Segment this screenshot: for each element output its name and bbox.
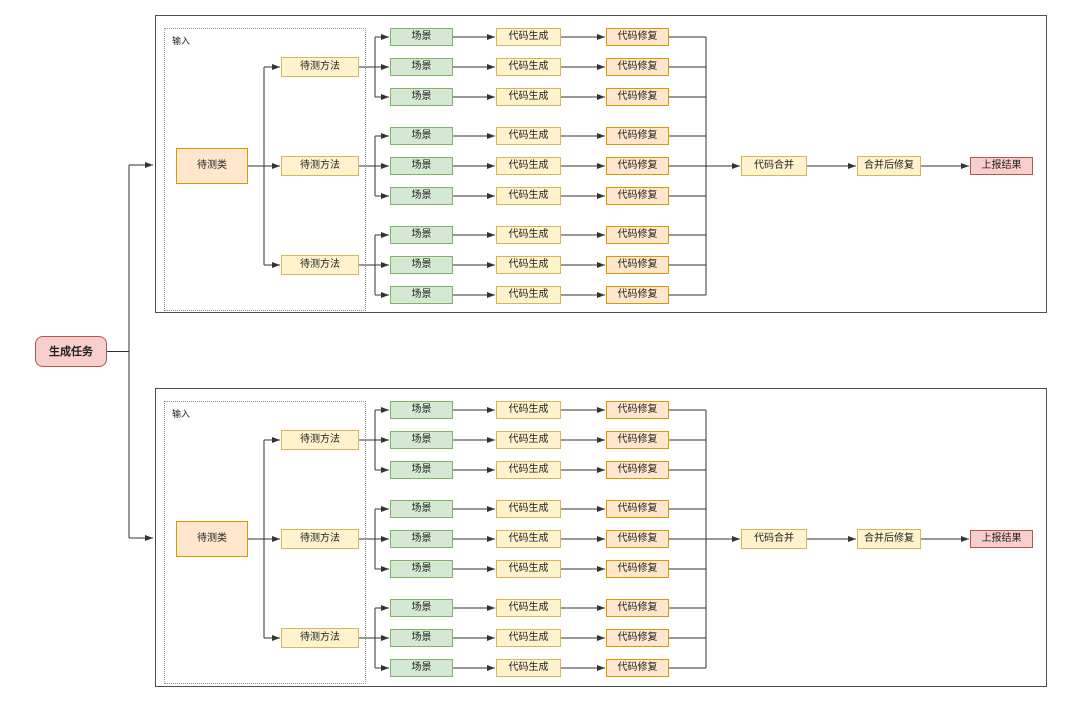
class-node[interactable]: 待测类 — [176, 521, 248, 557]
codegen-node[interactable]: 代码生成 — [496, 58, 561, 76]
scenario-node[interactable]: 场景 — [390, 226, 453, 244]
scenario-node[interactable]: 场景 — [390, 157, 453, 175]
codegen-node[interactable]: 代码生成 — [496, 226, 561, 244]
codefix-node[interactable]: 代码修复 — [606, 659, 669, 677]
merge-node[interactable]: 代码合并 — [741, 529, 807, 549]
codegen-node[interactable]: 代码生成 — [496, 256, 561, 274]
codefix-node[interactable]: 代码修复 — [606, 401, 669, 419]
method-node[interactable]: 待测方法 — [281, 628, 359, 648]
pipeline-container: 输入待测类待测方法场景代码生成代码修复场景代码生成代码修复场景代码生成代码修复待… — [155, 388, 1047, 687]
class-node[interactable]: 待测类 — [176, 148, 248, 184]
codegen-node[interactable]: 代码生成 — [496, 599, 561, 617]
scenario-node[interactable]: 场景 — [390, 659, 453, 677]
scenario-node[interactable]: 场景 — [390, 629, 453, 647]
codefix-node[interactable]: 代码修复 — [606, 157, 669, 175]
input-group-box — [164, 401, 366, 684]
scenario-node[interactable]: 场景 — [390, 500, 453, 518]
method-node[interactable]: 待测方法 — [281, 430, 359, 450]
codegen-node[interactable]: 代码生成 — [496, 401, 561, 419]
scenario-node[interactable]: 场景 — [390, 461, 453, 479]
codegen-node[interactable]: 代码生成 — [496, 431, 561, 449]
scenario-node[interactable]: 场景 — [390, 58, 453, 76]
codefix-node[interactable]: 代码修复 — [606, 88, 669, 106]
codefix-node[interactable]: 代码修复 — [606, 226, 669, 244]
codegen-node[interactable]: 代码生成 — [496, 659, 561, 677]
codefix-node[interactable]: 代码修复 — [606, 599, 669, 617]
codefix-node[interactable]: 代码修复 — [606, 187, 669, 205]
scenario-node[interactable]: 场景 — [390, 599, 453, 617]
codefix-node[interactable]: 代码修复 — [606, 286, 669, 304]
merge-node[interactable]: 代码合并 — [741, 156, 807, 176]
codegen-node[interactable]: 代码生成 — [496, 187, 561, 205]
codefix-node[interactable]: 代码修复 — [606, 530, 669, 548]
input-group-box — [164, 28, 366, 311]
scenario-node[interactable]: 场景 — [390, 401, 453, 419]
method-node[interactable]: 待测方法 — [281, 255, 359, 275]
scenario-node[interactable]: 场景 — [390, 187, 453, 205]
codefix-node[interactable]: 代码修复 — [606, 127, 669, 145]
codegen-node[interactable]: 代码生成 — [496, 500, 561, 518]
codefix-node[interactable]: 代码修复 — [606, 560, 669, 578]
scenario-node[interactable]: 场景 — [390, 28, 453, 46]
scenario-node[interactable]: 场景 — [390, 530, 453, 548]
codegen-node[interactable]: 代码生成 — [496, 286, 561, 304]
codegen-node[interactable]: 代码生成 — [496, 157, 561, 175]
codegen-node[interactable]: 代码生成 — [496, 461, 561, 479]
codefix-node[interactable]: 代码修复 — [606, 431, 669, 449]
codefix-node[interactable]: 代码修复 — [606, 500, 669, 518]
generate-task-node[interactable]: 生成任务 — [35, 336, 107, 367]
codegen-node[interactable]: 代码生成 — [496, 629, 561, 647]
report-node[interactable]: 上报结果 — [970, 157, 1033, 175]
scenario-node[interactable]: 场景 — [390, 88, 453, 106]
input-group-label: 输入 — [172, 410, 191, 420]
method-node[interactable]: 待测方法 — [281, 156, 359, 176]
codefix-node[interactable]: 代码修复 — [606, 28, 669, 46]
merge-after-node[interactable]: 合并后修复 — [857, 529, 921, 549]
scenario-node[interactable]: 场景 — [390, 127, 453, 145]
codegen-node[interactable]: 代码生成 — [496, 530, 561, 548]
scenario-node[interactable]: 场景 — [390, 431, 453, 449]
codefix-node[interactable]: 代码修复 — [606, 461, 669, 479]
report-node[interactable]: 上报结果 — [970, 530, 1033, 548]
codefix-node[interactable]: 代码修复 — [606, 58, 669, 76]
method-node[interactable]: 待测方法 — [281, 529, 359, 549]
method-node[interactable]: 待测方法 — [281, 57, 359, 77]
codegen-node[interactable]: 代码生成 — [496, 560, 561, 578]
scenario-node[interactable]: 场景 — [390, 256, 453, 274]
codefix-node[interactable]: 代码修复 — [606, 256, 669, 274]
codegen-node[interactable]: 代码生成 — [496, 127, 561, 145]
pipeline-container: 输入待测类待测方法场景代码生成代码修复场景代码生成代码修复场景代码生成代码修复待… — [155, 15, 1047, 313]
codefix-node[interactable]: 代码修复 — [606, 629, 669, 647]
codegen-node[interactable]: 代码生成 — [496, 88, 561, 106]
scenario-node[interactable]: 场景 — [390, 560, 453, 578]
scenario-node[interactable]: 场景 — [390, 286, 453, 304]
merge-after-node[interactable]: 合并后修复 — [857, 156, 921, 176]
codegen-node[interactable]: 代码生成 — [496, 28, 561, 46]
input-group-label: 输入 — [172, 37, 191, 47]
